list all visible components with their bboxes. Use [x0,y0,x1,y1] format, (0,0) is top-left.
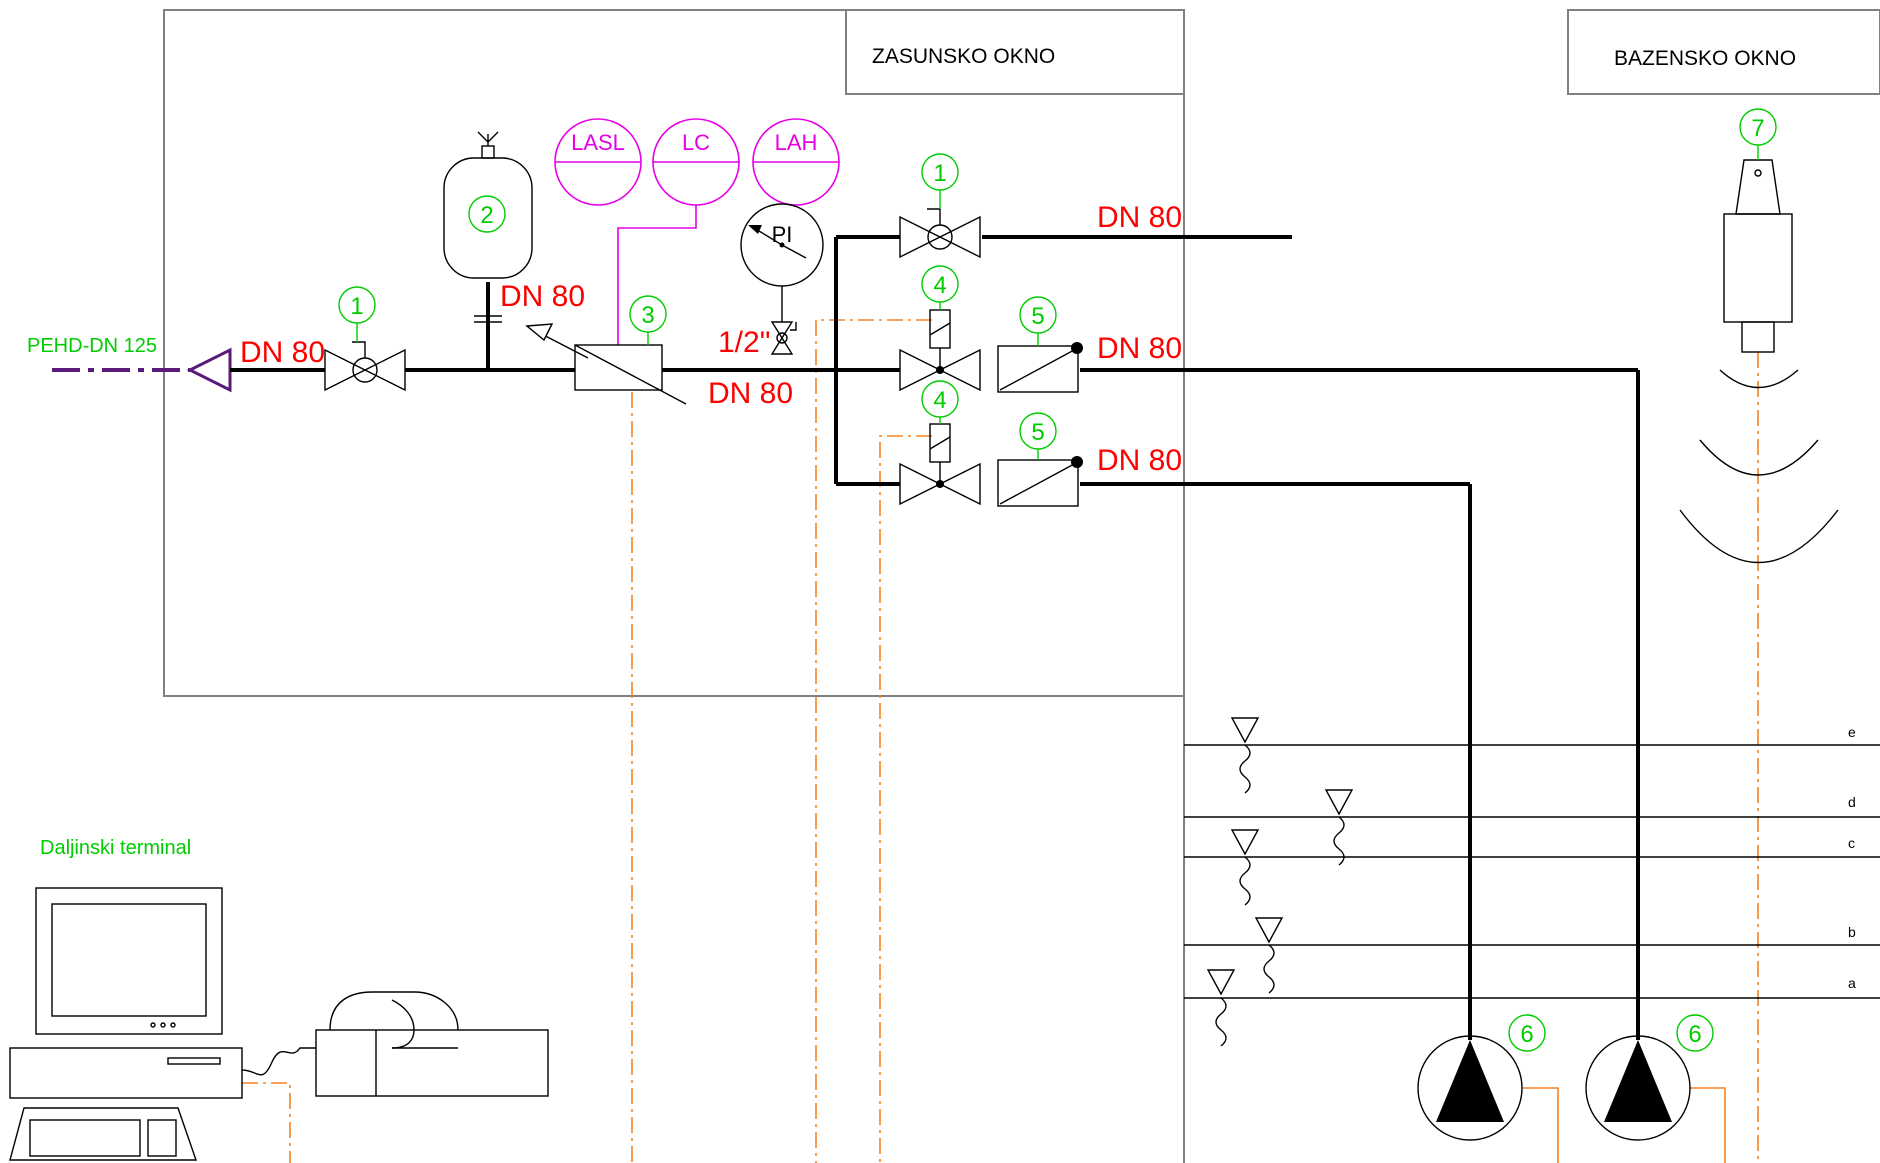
level-mark-d: d [1848,794,1856,810]
solenoid-valve-lower-icon [899,423,981,506]
pool-chamber-title: BAZENSKO OKNO [1614,47,1796,70]
water-surface-icons [1206,717,1354,1047]
pressure-tank-icon [443,131,533,323]
computer-case-icon [9,1047,243,1099]
pressure-gauge-icon [740,203,824,355]
dn-mid: DN 80 [1097,332,1182,365]
svg-text:5: 5 [1031,303,1044,330]
instrument-lah: LAH [775,130,818,155]
keyboard-icon [9,1107,197,1161]
gauge-size-label: 1/2" [718,326,770,359]
signal-lines [242,319,1759,1163]
dn-bottom: DN 80 [1097,444,1182,477]
printer-cable [241,1047,316,1076]
svg-text:7: 7 [1751,115,1764,142]
valve-chamber-title-box [845,9,1185,95]
level-mark-c: c [1848,835,1855,851]
gate-valve-main-icon [324,341,406,392]
dn-tank: DN 80 [500,280,585,313]
instrument-lc: LC [682,130,710,155]
item-marker-pump-left [1508,1014,1546,1052]
svg-text:1: 1 [933,160,946,187]
inlet-reducer-icon [186,347,232,393]
chamber-walls [163,9,1880,1163]
level-mark-e: e [1848,724,1856,740]
check-valve-upper-icon [997,342,1083,393]
inlet-pipe-label: PEHD-DN 125 [27,335,157,357]
svg-text:4: 4 [933,272,946,299]
check-valve-lower-icon [997,456,1083,507]
svg-text:2: 2 [480,202,493,229]
dn-meter: DN 80 [708,377,793,410]
pump-left-icon [1417,1035,1523,1141]
computer-monitor-icon [35,887,223,1035]
svg-text:3: 3 [641,302,654,329]
level-mark-a: a [1848,975,1856,991]
main-pipes [230,235,1640,1040]
svg-text:6: 6 [1688,1021,1701,1048]
pool-chamber-title-box [1567,9,1880,95]
gate-valve-top-icon [899,208,981,259]
svg-text:5: 5 [1031,419,1044,446]
dn-top: DN 80 [1097,201,1182,234]
svg-text:6: 6 [1520,1021,1533,1048]
instrument-lasl: LASL [571,130,625,155]
terminal-label: Daljinski terminal [40,837,191,859]
item-marker-pressure-tank [468,195,506,233]
level-mark-b: b [1848,924,1856,940]
pump-right-icon [1585,1035,1691,1141]
svg-text:4: 4 [933,387,946,414]
solenoid-valve-upper-icon [899,309,981,392]
pressure-indicator-label: PI [772,222,793,247]
instrument-bubbles [554,118,840,345]
item-marker-pump-right [1676,1014,1714,1052]
printer-icon [315,991,549,1097]
valve-chamber-title: ZASUNSKO OKNO [872,45,1055,68]
flow-meter-icon [525,323,687,405]
water-levels [1184,744,1880,999]
dn-main-left: DN 80 [240,336,325,369]
ultrasonic-level-sensor-icon [1679,159,1839,564]
svg-text:1: 1 [350,293,363,320]
